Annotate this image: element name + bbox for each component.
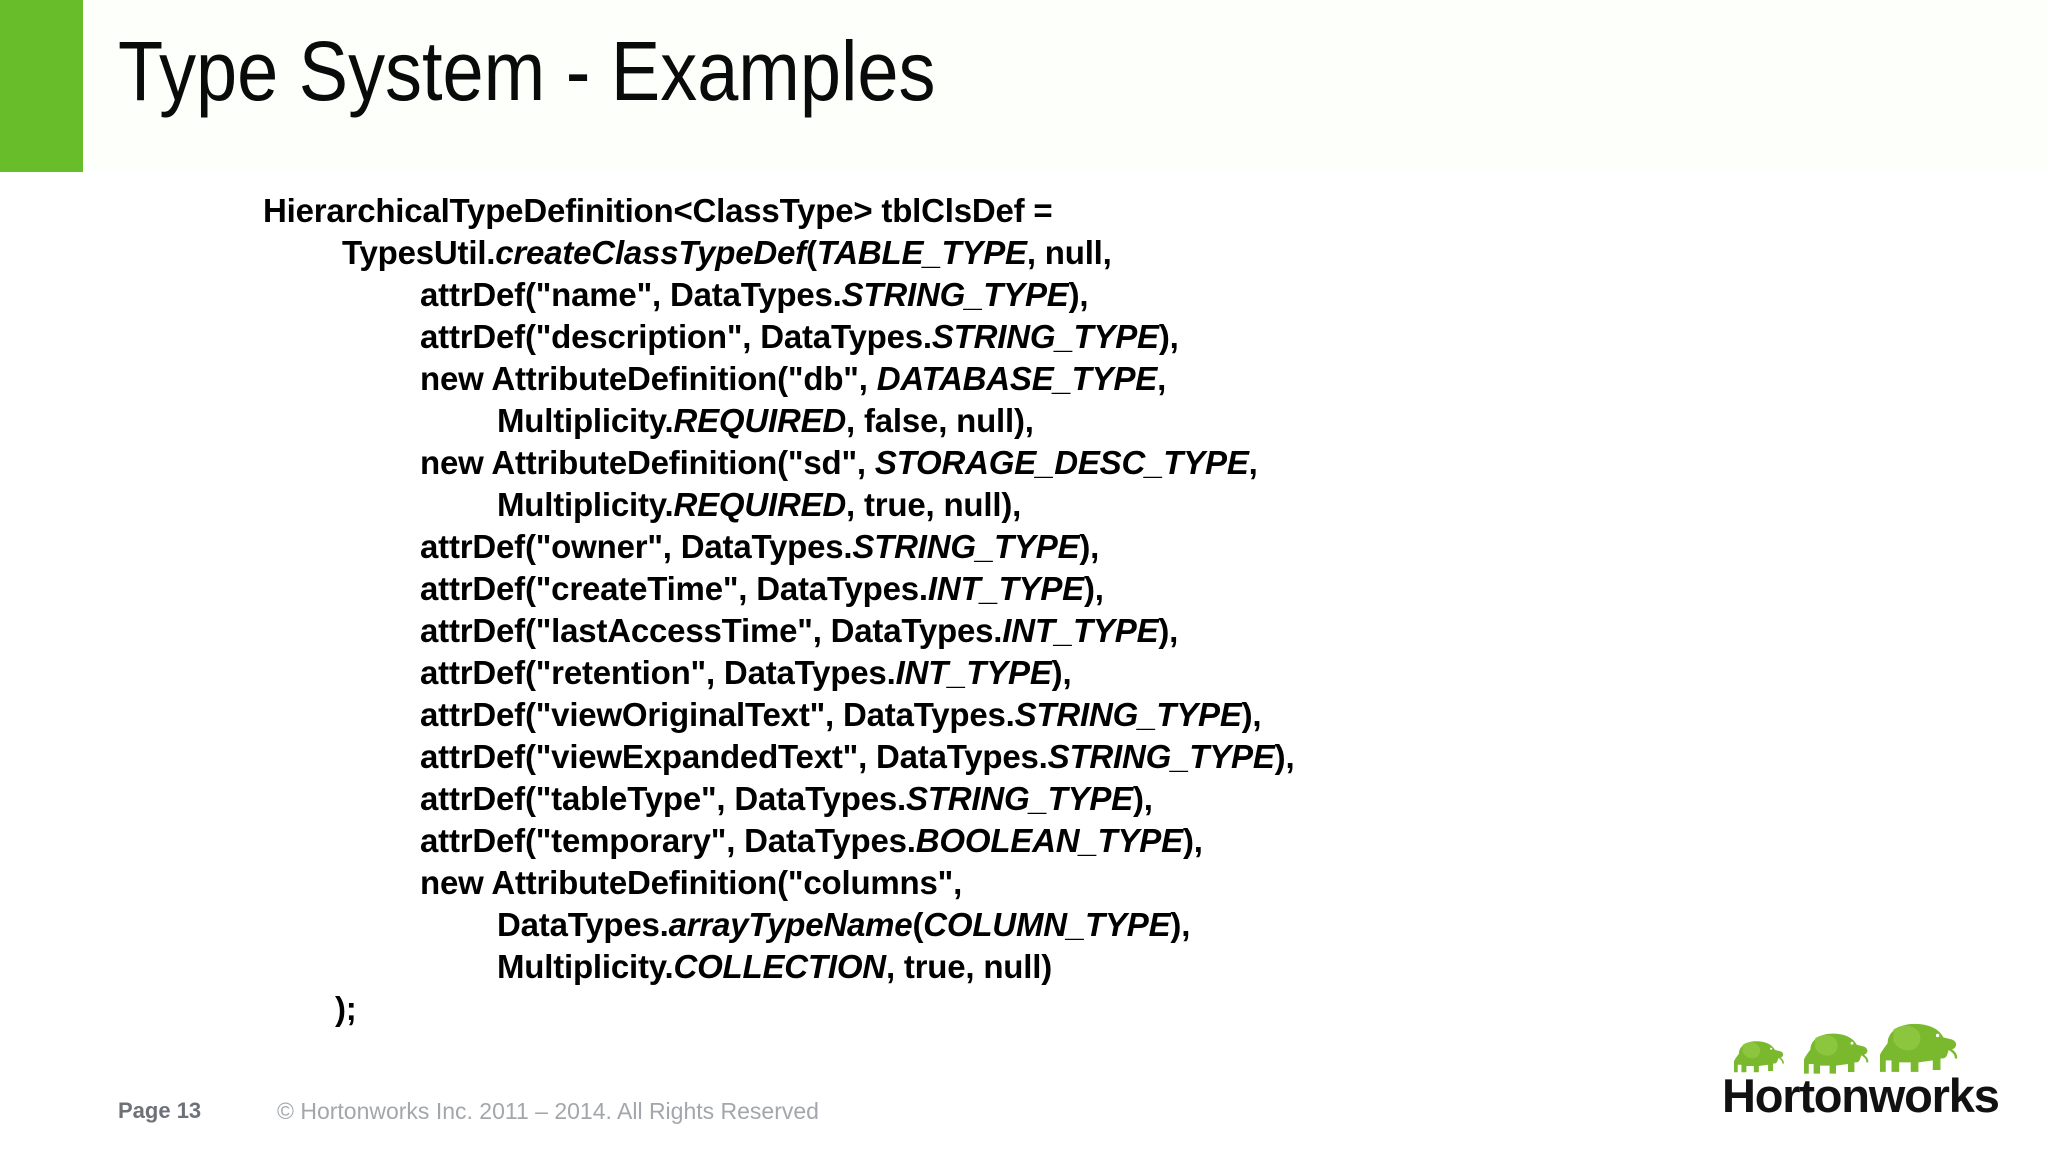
code-text: new AttributeDefinition("db", xyxy=(420,360,877,397)
code-text: attrDef("createTime", DataTypes. xyxy=(420,570,928,607)
code-line: Multiplicity.REQUIRED, true, null), xyxy=(0,484,2048,526)
code-text: ); xyxy=(335,990,357,1027)
code-text: Multiplicity. xyxy=(497,486,674,523)
code-line: Multiplicity.COLLECTION, true, null) xyxy=(0,946,2048,988)
code-type-identifier: REQUIRED xyxy=(673,402,847,439)
code-line: ); xyxy=(0,988,2048,1030)
code-text: ), xyxy=(1051,654,1072,691)
code-text: , true, null) xyxy=(885,948,1052,985)
code-type-identifier: arrayTypeName xyxy=(668,906,913,943)
code-text: attrDef("tableType", DataTypes. xyxy=(420,780,906,817)
accent-green-bar xyxy=(0,0,83,172)
code-line: attrDef("viewExpandedText", DataTypes.ST… xyxy=(0,736,2048,778)
code-text: new AttributeDefinition("sd", xyxy=(420,444,875,481)
code-text: Multiplicity. xyxy=(497,948,674,985)
code-type-identifier: TABLE_TYPE xyxy=(816,234,1027,271)
code-line: attrDef("lastAccessTime", DataTypes.INT_… xyxy=(0,610,2048,652)
code-type-identifier: STRING_TYPE xyxy=(1047,738,1275,775)
code-text: ), xyxy=(1170,906,1191,943)
code-line: attrDef("owner", DataTypes.STRING_TYPE), xyxy=(0,526,2048,568)
code-text: TypesUtil. xyxy=(342,234,496,271)
code-text: , xyxy=(1248,444,1258,481)
code-line: attrDef("viewOriginalText", DataTypes.ST… xyxy=(0,694,2048,736)
code-text: attrDef("viewExpandedText", DataTypes. xyxy=(420,738,1048,775)
code-text: attrDef("owner", DataTypes. xyxy=(420,528,853,565)
page-title: Type System - Examples xyxy=(118,24,936,118)
footer-copyright: © Hortonworks Inc. 2011 – 2014. All Righ… xyxy=(277,1098,819,1124)
code-line: TypesUtil.createClassTypeDef(TABLE_TYPE,… xyxy=(0,232,2048,274)
code-line: HierarchicalTypeDefinition<ClassType> tb… xyxy=(0,190,2048,232)
code-text: ( xyxy=(912,906,924,943)
code-text: ( xyxy=(805,234,817,271)
code-line: Multiplicity.REQUIRED, false, null), xyxy=(0,400,2048,442)
code-type-identifier: STRING_TYPE xyxy=(852,528,1080,565)
code-text: ), xyxy=(1068,276,1089,313)
code-type-identifier: INT_TYPE xyxy=(1002,612,1159,649)
code-text: ), xyxy=(1241,696,1262,733)
code-type-identifier: STRING_TYPE xyxy=(1014,696,1242,733)
code-text: Multiplicity. xyxy=(497,402,674,439)
code-type-identifier: DATABASE_TYPE xyxy=(876,360,1158,397)
code-text: DataTypes. xyxy=(497,906,669,943)
elephants-icon xyxy=(1734,1023,1958,1074)
code-text: ), xyxy=(1182,822,1203,859)
code-line: new AttributeDefinition("columns", xyxy=(0,862,2048,904)
code-text: ), xyxy=(1158,318,1179,355)
code-text: attrDef("description", DataTypes. xyxy=(420,318,932,355)
code-text: ), xyxy=(1158,612,1179,649)
code-text: new AttributeDefinition("columns", xyxy=(420,864,963,901)
code-text: attrDef("name", DataTypes. xyxy=(420,276,842,313)
code-text: ), xyxy=(1133,780,1153,817)
code-text: , true, null), xyxy=(846,486,1022,523)
code-line: attrDef("description", DataTypes.STRING_… xyxy=(0,316,2048,358)
code-line: new AttributeDefinition("db", DATABASE_T… xyxy=(0,358,2048,400)
code-line: attrDef("createTime", DataTypes.INT_TYPE… xyxy=(0,568,2048,610)
code-line: DataTypes.arrayTypeName(COLUMN_TYPE), xyxy=(0,904,2048,946)
code-type-identifier: STRING_TYPE xyxy=(905,780,1133,817)
code-type-identifier: STRING_TYPE xyxy=(931,318,1159,355)
code-type-identifier: INT_TYPE xyxy=(927,570,1084,607)
code-text: ), xyxy=(1079,528,1100,565)
code-text: attrDef("lastAccessTime", DataTypes. xyxy=(420,612,1003,649)
code-text: HierarchicalTypeDefinition<ClassType> tb… xyxy=(263,192,1053,229)
code-type-identifier: INT_TYPE xyxy=(895,654,1052,691)
code-text: , null, xyxy=(1026,234,1112,271)
code-text: ), xyxy=(1274,738,1295,775)
code-line: attrDef("tableType", DataTypes.STRING_TY… xyxy=(0,778,2048,820)
code-text: ), xyxy=(1083,570,1104,607)
code-type-identifier: STRING_TYPE xyxy=(841,276,1069,313)
code-text: attrDef("temporary", DataTypes. xyxy=(420,822,916,859)
hortonworks-logo: Hortonworks xyxy=(1722,1022,2000,1122)
code-block: HierarchicalTypeDefinition<ClassType> tb… xyxy=(0,190,2048,1030)
code-type-identifier: COLUMN_TYPE xyxy=(923,906,1171,943)
footer-page-number: Page 13 xyxy=(118,1098,202,1123)
code-type-identifier: STORAGE_DESC_TYPE xyxy=(874,444,1249,481)
code-text: , xyxy=(1157,360,1167,397)
code-type-identifier: REQUIRED xyxy=(673,486,847,523)
code-type-identifier: createClassTypeDef xyxy=(495,234,806,271)
code-text: attrDef("viewOriginalText", DataTypes. xyxy=(420,696,1015,733)
code-text: , false, null), xyxy=(846,402,1034,439)
code-line: new AttributeDefinition("sd", STORAGE_DE… xyxy=(0,442,2048,484)
code-type-identifier: COLLECTION xyxy=(673,948,886,985)
code-line: attrDef("temporary", DataTypes.BOOLEAN_T… xyxy=(0,820,2048,862)
code-line: attrDef("retention", DataTypes.INT_TYPE)… xyxy=(0,652,2048,694)
slide-header-band xyxy=(0,0,2048,172)
code-type-identifier: BOOLEAN_TYPE xyxy=(915,822,1183,859)
code-line: attrDef("name", DataTypes.STRING_TYPE), xyxy=(0,274,2048,316)
logo-wordmark: Hortonworks xyxy=(1722,1069,2000,1122)
code-text: attrDef("retention", DataTypes. xyxy=(420,654,896,691)
